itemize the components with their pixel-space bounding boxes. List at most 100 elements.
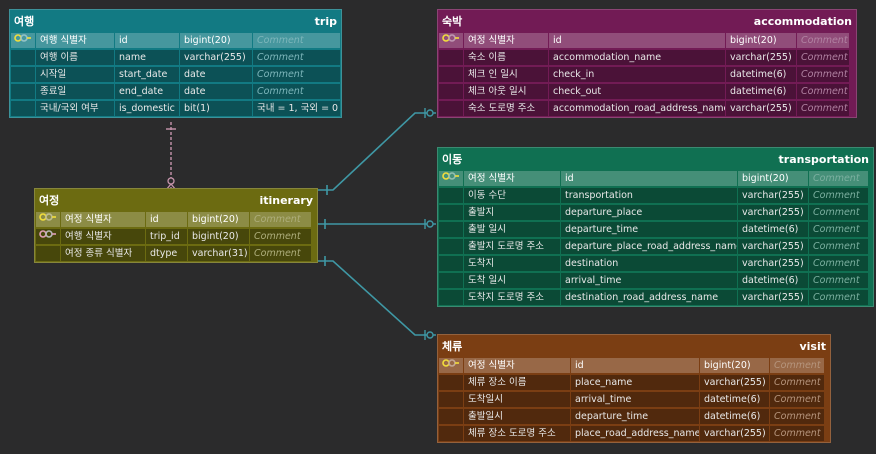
logical-name-cell[interactable]: 국내/국외 여부 [36,101,114,116]
logical-name-cell[interactable]: 시작일 [36,67,114,82]
comment-cell[interactable]: Comment [809,205,868,220]
data-type-cell[interactable]: varchar(255) [726,50,796,65]
column-name-cell[interactable]: trip_id [146,229,187,244]
comment-cell[interactable]: 국내 = 1, 국외 = 0 [253,101,340,116]
column-name-cell[interactable]: check_in [549,67,725,82]
column-name-cell[interactable]: name [115,50,179,65]
data-type-cell[interactable]: bit(1) [180,101,252,116]
comment-cell[interactable]: Comment [253,33,340,48]
comment-cell[interactable]: Comment [770,358,824,373]
logical-name-cell[interactable]: 체류 장소 도로명 주소 [464,426,570,441]
table-header[interactable]: 이동 transportation [438,148,873,170]
data-type-cell[interactable]: varchar(31) [188,246,249,261]
logical-name-cell[interactable]: 여정 종류 식별자 [61,246,145,261]
data-type-cell[interactable]: varchar(255) [738,205,808,220]
data-type-cell[interactable]: date [180,84,252,99]
comment-cell[interactable]: Comment [253,84,340,99]
column-name-cell[interactable]: arrival_time [571,392,699,407]
logical-name-cell[interactable]: 출발지 [464,205,560,220]
comment-cell[interactable]: Comment [797,84,849,99]
column-name-cell[interactable]: destination_road_address_name [561,290,737,305]
comment-cell[interactable]: Comment [809,290,868,305]
logical-name-cell[interactable]: 숙소 도로명 주소 [464,101,548,116]
column-name-cell[interactable]: departure_place_road_address_name [561,239,737,254]
column-name-cell[interactable]: departure_place [561,205,737,220]
column-name-cell[interactable]: accommodation_name [549,50,725,65]
logical-name-cell[interactable]: 출발일시 [464,409,570,424]
data-type-cell[interactable]: datetime(6) [726,67,796,82]
data-type-cell[interactable]: varchar(255) [738,256,808,271]
data-type-cell[interactable]: bigint(20) [188,229,249,244]
table-header[interactable]: 숙박 accommodation [438,10,856,32]
column-name-cell[interactable]: start_date [115,67,179,82]
data-type-cell[interactable]: bigint(20) [188,212,249,227]
data-type-cell[interactable]: bigint(20) [726,33,796,48]
comment-cell[interactable]: Comment [809,188,868,203]
logical-name-cell[interactable]: 여정 식별자 [464,171,560,186]
logical-name-cell[interactable]: 종료일 [36,84,114,99]
logical-name-cell[interactable]: 여정 식별자 [464,33,548,48]
data-type-cell[interactable]: bigint(20) [180,33,252,48]
logical-name-cell[interactable]: 체크 인 일시 [464,67,548,82]
column-name-cell[interactable]: id [115,33,179,48]
comment-cell[interactable]: Comment [250,229,311,244]
comment-cell[interactable]: Comment [809,239,868,254]
comment-cell[interactable]: Comment [770,392,824,407]
logical-name-cell[interactable]: 출발 일시 [464,222,560,237]
data-type-cell[interactable]: varchar(255) [738,188,808,203]
logical-name-cell[interactable]: 여행 이름 [36,50,114,65]
comment-cell[interactable]: Comment [797,101,849,116]
data-type-cell[interactable]: datetime(6) [738,273,808,288]
data-type-cell[interactable]: datetime(6) [700,392,769,407]
logical-name-cell[interactable]: 도착지 도로명 주소 [464,290,560,305]
column-name-cell[interactable]: accommodation_road_address_name [549,101,725,116]
logical-name-cell[interactable]: 도착지 [464,256,560,271]
data-type-cell[interactable]: varchar(255) [180,50,252,65]
comment-cell[interactable]: Comment [253,50,340,65]
logical-name-cell[interactable]: 여정 식별자 [464,358,570,373]
logical-name-cell[interactable]: 숙소 이름 [464,50,548,65]
column-name-cell[interactable]: transportation [561,188,737,203]
data-type-cell[interactable]: datetime(6) [726,84,796,99]
data-type-cell[interactable]: bigint(20) [700,358,769,373]
data-type-cell[interactable]: datetime(6) [738,222,808,237]
logical-name-cell[interactable]: 도착일시 [464,392,570,407]
data-type-cell[interactable]: date [180,67,252,82]
data-type-cell[interactable]: varchar(255) [700,375,769,390]
comment-cell[interactable]: Comment [253,67,340,82]
comment-cell[interactable]: Comment [770,409,824,424]
column-name-cell[interactable]: place_name [571,375,699,390]
table-header[interactable]: 여행 trip [10,10,341,32]
data-type-cell[interactable]: varchar(255) [726,101,796,116]
logical-name-cell[interactable]: 체류 장소 이름 [464,375,570,390]
link-itinerary-transportation[interactable] [318,219,436,229]
column-name-cell[interactable]: departure_time [571,409,699,424]
comment-cell[interactable]: Comment [770,375,824,390]
data-type-cell[interactable]: varchar(255) [738,290,808,305]
column-name-cell[interactable]: place_road_address_name [571,426,699,441]
column-name-cell[interactable]: departure_time [561,222,737,237]
logical-name-cell[interactable]: 체크 아웃 일시 [464,84,548,99]
comment-cell[interactable]: Comment [250,212,311,227]
logical-name-cell[interactable]: 출발지 도로명 주소 [464,239,560,254]
link-trip-itinerary[interactable] [165,122,177,191]
